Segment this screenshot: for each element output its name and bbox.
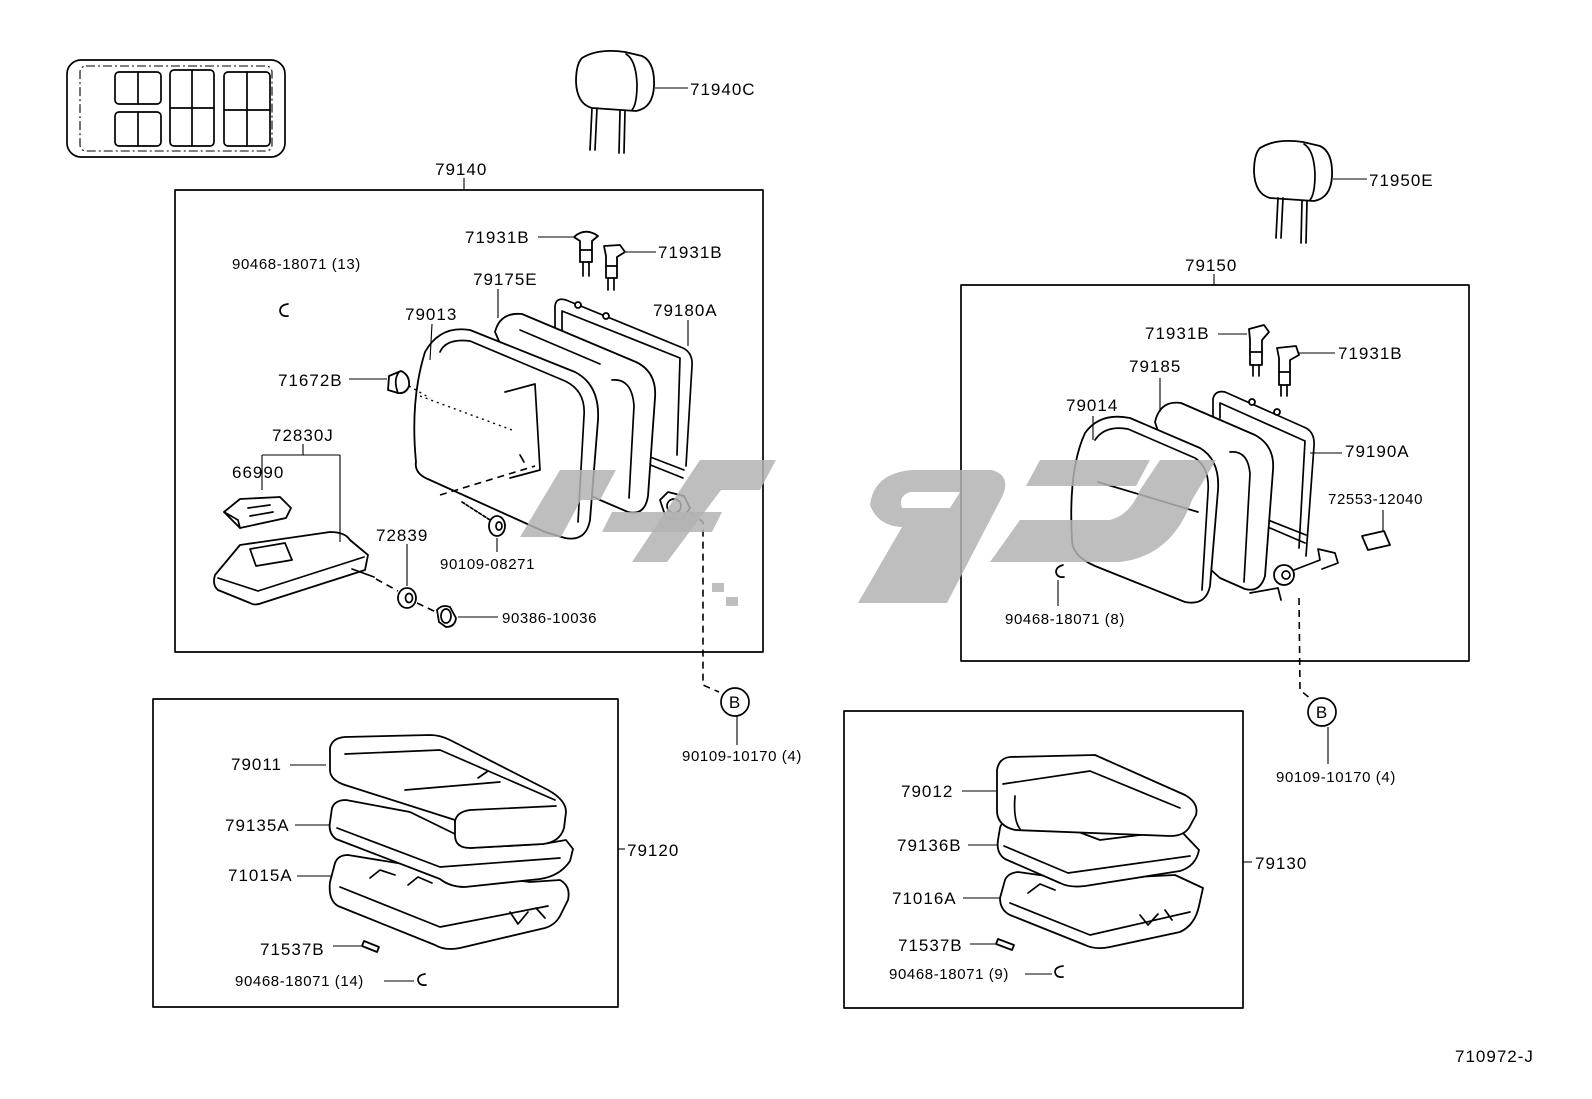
- label-left-hinge-bolt: 90109-10170 (4): [682, 748, 802, 765]
- label-left-cover: 79013: [405, 305, 457, 324]
- left-clip-13: [279, 303, 289, 317]
- label-left-frame: 79180A: [653, 301, 718, 320]
- armrest-bolt: [461, 501, 506, 537]
- label-left-support-a: 71931B: [465, 228, 530, 247]
- left-headrest: [575, 49, 655, 154]
- left-seat-cap: [387, 370, 410, 395]
- armrest-screw: [436, 605, 457, 628]
- label-right-clip-8: 90468-18071 (8): [1005, 611, 1125, 628]
- label-right-cushion-assembly: 79130: [1255, 854, 1307, 873]
- label-right-cushion-frame: 71016A: [892, 889, 957, 908]
- label-left-clip-14: 90468-18071 (14): [235, 973, 364, 990]
- right-cushion-cover: [996, 754, 1198, 837]
- right-cushion-pin: [995, 938, 1015, 951]
- label-left-cushion-cover: 79011: [231, 755, 282, 774]
- left-clip-14: [417, 973, 427, 986]
- label-right-support-a: 71931B: [1145, 324, 1210, 343]
- right-seatback-leaders: [1057, 274, 1384, 764]
- left-cushion-cover: [329, 734, 567, 849]
- view-locator-icon: [66, 59, 286, 158]
- right-b-dashed-line: [1298, 597, 1313, 701]
- right-seatback-frame: [1212, 390, 1315, 557]
- label-left-cushion-pad: 79135A: [225, 816, 290, 835]
- right-headrest-support-b: [1276, 345, 1300, 397]
- right-hinge: [1249, 548, 1339, 601]
- left-b-dashed-line: [689, 511, 720, 693]
- left-cushion-frame: [328, 854, 570, 950]
- left-cushion-pad: [328, 799, 574, 888]
- armrest: [213, 531, 375, 606]
- label-armrest: 72830J: [272, 426, 334, 445]
- label-right-ref-b: B: [1316, 703, 1328, 722]
- left-headrest-support-b: [603, 244, 626, 291]
- label-right-clip-9: 90468-18071 (9): [889, 966, 1009, 983]
- cap-dotted-line: [408, 385, 431, 399]
- label-left-headrest: 71940C: [690, 80, 756, 99]
- right-plate: [1361, 530, 1391, 551]
- label-right-cushion-cover: 79012: [901, 782, 953, 801]
- right-ref-b-circle: [1307, 697, 1337, 727]
- label-left-cushion-frame: 71015A: [228, 866, 293, 885]
- left-seatback-box: [174, 189, 764, 653]
- label-right-plate: 72553-12040: [1328, 491, 1423, 508]
- armrest-part: [223, 496, 292, 529]
- right-cushion-frame: [999, 871, 1204, 950]
- label-left-cap: 71672B: [278, 371, 343, 390]
- illustration-code: 710972-J: [1455, 1047, 1534, 1066]
- label-bolt: 90109-08271: [440, 556, 535, 573]
- left-cushion-box: [152, 698, 619, 1008]
- right-headrest-support-a: [1248, 324, 1270, 377]
- label-right-frame: 79190A: [1345, 442, 1410, 461]
- label-right-cover: 79014: [1066, 396, 1118, 415]
- label-left-ref-b: B: [729, 693, 741, 712]
- right-clip-9: [1054, 965, 1064, 978]
- left-cushion-pin: [361, 940, 380, 953]
- right-clip-8: [1055, 564, 1065, 578]
- left-headrest-support-a: [573, 230, 599, 277]
- right-cushion-leaders: [962, 790, 1252, 975]
- armrest-dashed-line: [439, 465, 536, 496]
- label-left-support-b: 71931B: [658, 243, 723, 262]
- label-left-clip-13: 90468-18071 (13): [232, 256, 361, 273]
- label-left-pad: 79175E: [473, 270, 538, 289]
- label-bushing: 72839: [376, 526, 428, 545]
- right-cushion-box: [843, 710, 1244, 1009]
- label-left-cushion-assembly: 79120: [627, 841, 679, 860]
- right-headrest: [1253, 139, 1333, 244]
- label-armrest-part: 66990: [232, 463, 284, 482]
- label-right-support-b: 71931B: [1338, 344, 1403, 363]
- armrest-bushing: [397, 587, 417, 609]
- label-right-cushion-pad: 79136B: [897, 836, 962, 855]
- label-screw: 90386-10036: [502, 610, 597, 627]
- watermark-logo: [520, 460, 1216, 606]
- left-ref-b-circle: [720, 687, 750, 717]
- label-right-headrest: 71950E: [1369, 171, 1434, 190]
- label-right-seatback-assembly: 79150: [1185, 256, 1237, 275]
- left-seatback-leaders: [261, 178, 738, 745]
- label-right-hinge-bolt: 90109-10170 (4): [1276, 769, 1396, 786]
- label-left-seatback-assembly: 79140: [435, 160, 487, 179]
- label-left-cushion-pin: 71537B: [260, 940, 325, 959]
- label-right-cushion-pin: 71537B: [898, 936, 963, 955]
- left-cushion-leaders: [290, 764, 625, 982]
- label-right-pad: 79185: [1129, 357, 1181, 376]
- armrest-pin-dashed-line: [375, 578, 437, 613]
